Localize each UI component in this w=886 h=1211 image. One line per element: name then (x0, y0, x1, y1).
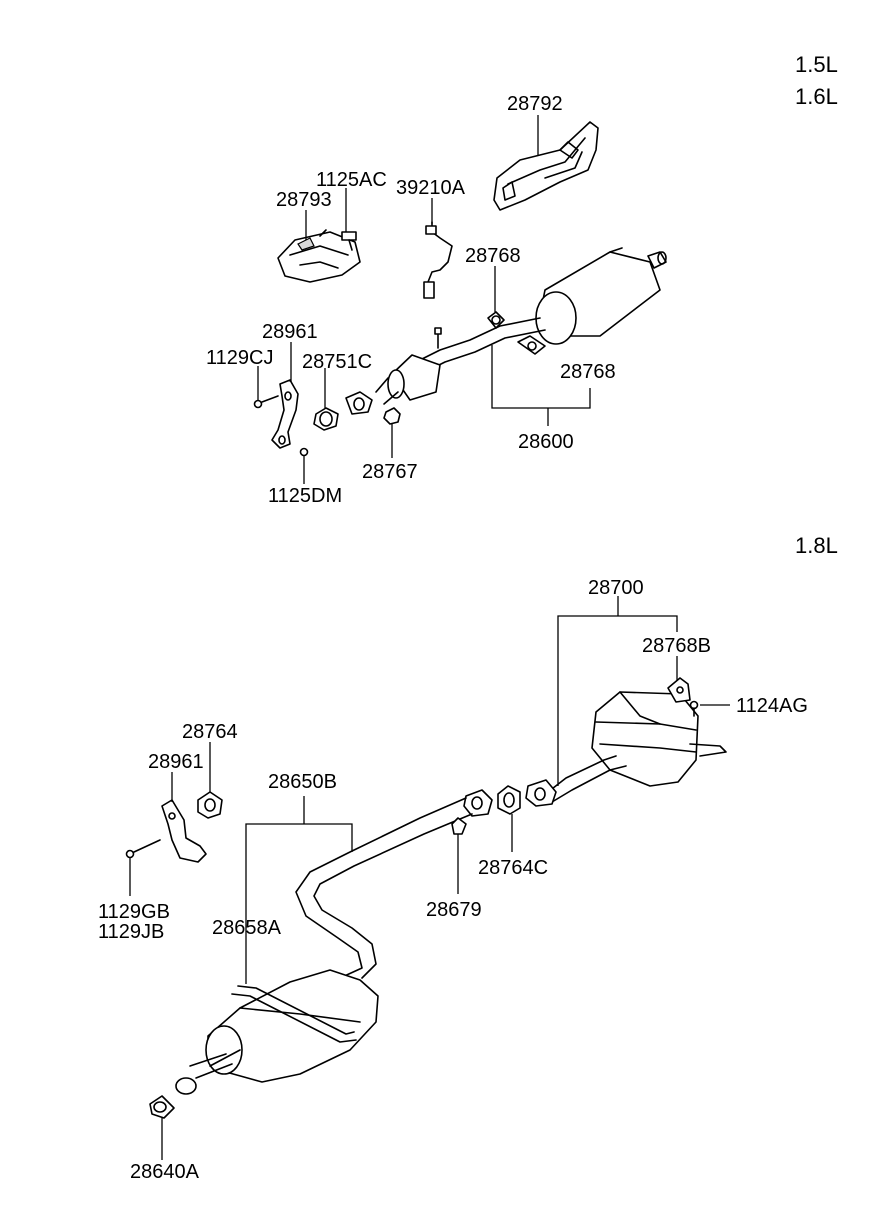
pipe-flange-upper (345, 391, 373, 415)
engine-label-1-5l: 1.5L (795, 52, 838, 77)
label-28658a: 28658A (212, 917, 282, 939)
bolt-1125dm-icon (299, 447, 309, 457)
label-28961-upper: 28961 (262, 321, 318, 343)
hanger-28679-icon (451, 817, 467, 835)
label-1129jb: 1129JB (98, 921, 164, 943)
engine-label-1-8l: 1.8L (795, 533, 838, 558)
hanger-rubber-28768-lower-icon (517, 335, 546, 355)
bolt-1129gb-icon (125, 839, 161, 859)
label-28764c: 28764C (478, 857, 548, 879)
label-28768-upper: 28768 (465, 245, 521, 267)
label-28600: 28600 (518, 431, 574, 453)
bolt-1124ag-icon (689, 700, 699, 717)
label-1124ag: 1124AG (736, 695, 808, 717)
label-1129cj: 1129CJ (206, 347, 273, 369)
label-28679: 28679 (426, 899, 482, 921)
label-28961-lower: 28961 (148, 751, 204, 773)
label-28700: 28700 (588, 577, 644, 599)
stay-28961-lower-icon (161, 799, 207, 863)
label-28792: 28792 (507, 93, 563, 115)
label-1125ac: 1125AC (316, 169, 387, 191)
label-1125dm: 1125DM (268, 485, 342, 507)
hanger-bracket-28768b-icon (667, 677, 691, 703)
label-28793: 28793 (276, 189, 332, 211)
label-28768-lower: 28768 (560, 361, 616, 383)
label-28650b: 28650B (268, 771, 337, 793)
label-39210a: 39210A (396, 177, 466, 199)
heat-protector-rear (493, 121, 599, 211)
leader-28600-bracket (491, 345, 591, 409)
rear-muffler-28700 (547, 691, 727, 803)
label-1129gb: 1129GB (98, 901, 170, 923)
label-28640a: 28640A (130, 1161, 200, 1183)
gasket-28751c-icon (313, 407, 339, 431)
clamp-28640a-icon (149, 1077, 197, 1119)
bolt-1129cj-icon (253, 395, 279, 409)
leader-28650b-bracket (245, 823, 353, 984)
label-28767: 28767 (362, 461, 418, 483)
oxygen-sensor-icon (423, 221, 453, 299)
rear-pipe-flange (525, 779, 557, 807)
gasket-28764-icon (197, 791, 223, 819)
gasket-28764c-icon (497, 785, 521, 815)
hanger-rubber-28768-upper-icon (487, 311, 505, 329)
bolt-1125ac-icon (341, 231, 357, 251)
label-28751c: 28751C (302, 351, 372, 373)
front-pipe-catalyst (375, 317, 546, 405)
engine-label-1-6l: 1.6L (795, 84, 838, 109)
label-28764: 28764 (182, 721, 238, 743)
stay-28961-upper-icon (271, 379, 299, 449)
heat-protector-front (277, 229, 361, 283)
label-28768b: 28768B (642, 635, 711, 657)
center-muffler-body (189, 969, 379, 1083)
main-muffler-28600 (535, 247, 667, 345)
nut-28767-icon (383, 407, 401, 425)
center-pipe-28650b (295, 789, 493, 979)
